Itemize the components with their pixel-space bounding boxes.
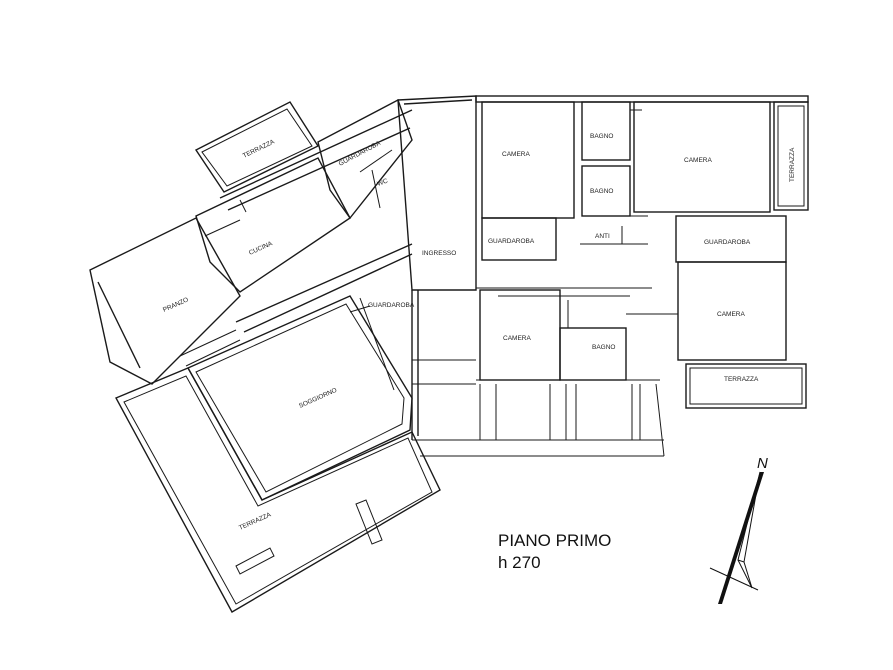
room-label-wc: WC [376, 177, 389, 187]
west-wing-walls [89, 99, 441, 613]
room-label-pranzo: PRANZO [162, 296, 190, 313]
room-label-camera-2: CAMERA [684, 157, 712, 164]
room-label-bagno-2: BAGNO [590, 188, 613, 195]
room-label-bagno-1: BAGNO [590, 133, 613, 140]
room-label-anti: ANTI [595, 233, 610, 240]
room-label-guardaroba-nw: GUARDAROBA [338, 140, 383, 168]
room-label-ingresso: INGRESSO [422, 250, 456, 257]
central-walls [397, 95, 665, 457]
room-label-guardaroba-1: GUARDAROBA [488, 238, 535, 245]
room-label-camera-1: CAMERA [502, 151, 530, 158]
room-label-terrazza-ne: TERRAZZA [789, 147, 796, 182]
plan-height: h 270 [498, 553, 541, 572]
room-label-terrazza-sw: TERRAZZA [238, 511, 273, 532]
room-label-terrazza-nw: TERRAZZA [242, 138, 276, 160]
room-label-bagno-3: BAGNO [592, 344, 615, 351]
room-label-camera-4: CAMERA [717, 311, 745, 318]
room-label-terrazza-se: TERRAZZA [724, 376, 759, 383]
room-label-camera-3: CAMERA [503, 335, 531, 342]
room-label-cucina: CUCINA [248, 240, 274, 257]
room-label-guardaroba-mid: GUARDAROBA [368, 302, 415, 309]
plan-title: PIANO PRIMO [498, 531, 611, 550]
north-arrow-icon [709, 471, 764, 604]
east-wing-walls [475, 95, 809, 440]
north-label: N [757, 455, 768, 472]
room-labels: TERRAZZA GUARDAROBA WC CUCINA PRANZO ING… [162, 133, 796, 532]
room-label-soggiorno: SOGGIORNO [298, 387, 338, 410]
room-label-guardaroba-2: GUARDAROBA [704, 239, 751, 246]
